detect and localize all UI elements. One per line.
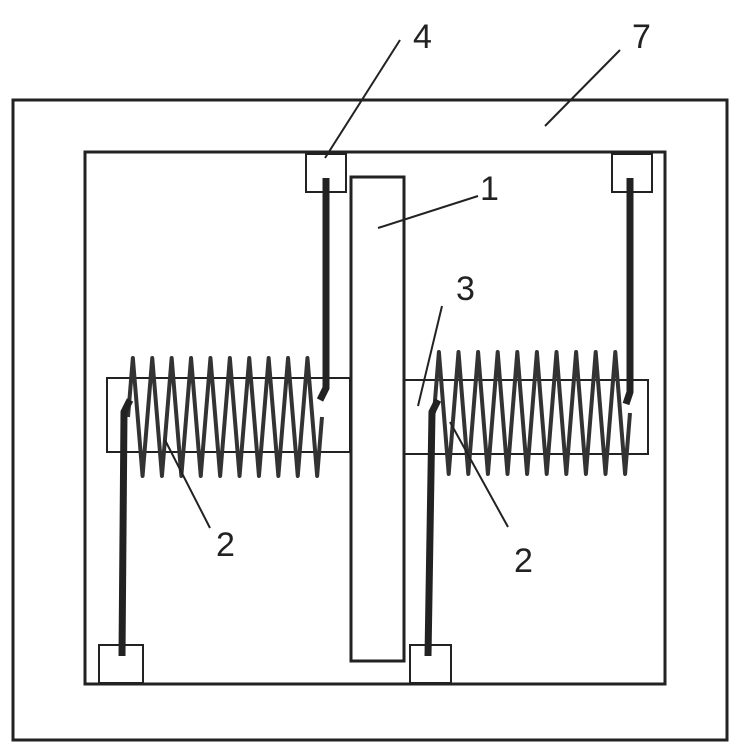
left-spring-bottom-wire — [118, 398, 134, 657]
label-7: 7 — [632, 18, 651, 56]
leader-line-3 — [417, 305, 443, 407]
leader-line-4 — [324, 39, 401, 159]
right-spring-bottom-wire — [424, 398, 442, 657]
label-2-right: 2 — [514, 542, 533, 580]
leader-line-2-left — [164, 439, 211, 529]
inner-frame — [83, 150, 667, 686]
central-rod — [349, 175, 406, 663]
right-spring-coil — [432, 350, 632, 476]
label-4: 4 — [413, 18, 432, 56]
leader-line-1 — [377, 195, 479, 229]
label-3: 3 — [456, 270, 475, 308]
leader-line-2-right — [449, 421, 509, 528]
left-spring-top-wire — [316, 178, 330, 402]
right-spring-top-wire — [622, 178, 634, 406]
label-2-left: 2 — [216, 526, 235, 564]
left-spring-coil — [126, 356, 324, 478]
label-1: 1 — [480, 170, 499, 208]
outer-frame — [11, 98, 729, 742]
leader-line-7 — [544, 49, 621, 127]
